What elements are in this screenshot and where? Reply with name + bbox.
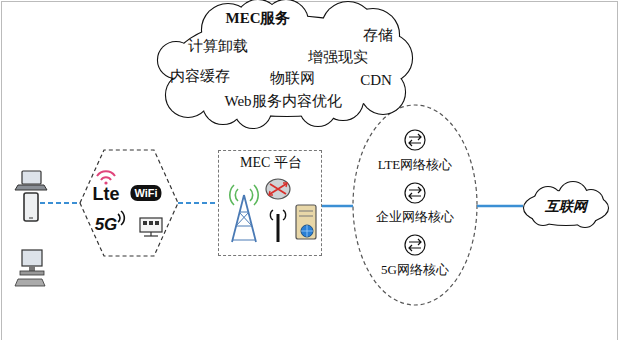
antenna-icon-part: [277, 214, 280, 242]
server-icon-part: [299, 211, 313, 212]
laptop-icon-part: [22, 171, 41, 184]
router-icon-part: [269, 183, 287, 195]
antenna-icon-part-part: [283, 210, 286, 220]
lte-signal-part: [101, 177, 111, 180]
core-switch-icon-part: [409, 187, 421, 199]
core-node: 5G网络核心: [353, 233, 477, 283]
core-switch-icon-part: [405, 235, 425, 255]
service-label: 物联网: [270, 70, 315, 87]
lte-logo: Lte: [93, 185, 120, 205]
laptop-icon-part: [15, 185, 47, 190]
5g-logo: 5G: [95, 216, 118, 235]
core-switch-icon: [405, 183, 425, 203]
switch-icon-part: [140, 218, 162, 232]
cloud-fill-part: [361, 70, 405, 114]
core-node: LTE网络核心: [353, 128, 477, 178]
cloud-fill: [524, 182, 608, 227]
internet-label: 互联网: [545, 199, 587, 214]
service-label: 内容缓存: [170, 68, 230, 85]
device-link: [40, 202, 80, 204]
core-label: LTE网络核心: [378, 158, 453, 172]
cell-tower: [230, 185, 258, 242]
access-hexagon: Lte WiFi 5G: [80, 150, 178, 256]
laptop-icon: [15, 171, 47, 190]
link-line: [477, 205, 523, 208]
cell-tower-part: [232, 195, 256, 242]
server-icon-part: [301, 225, 313, 237]
core-label: 5G网络核心: [381, 263, 449, 277]
antenna-icon-part: [270, 210, 285, 220]
cell-tower-part: [233, 212, 255, 240]
core-switch-icon-part: [409, 239, 421, 251]
core-ellipse: [353, 105, 477, 305]
5g-signal-part: [118, 214, 120, 222]
core-switch-icon: [405, 235, 425, 255]
cell-tower-part-part: [230, 185, 234, 205]
core-node: 企业网络核心: [353, 181, 477, 231]
lte-signal: [97, 171, 115, 184]
link-line: [322, 205, 353, 208]
core-switch-icon-part: [405, 183, 425, 203]
hexagon-outline: [80, 150, 178, 256]
antenna-icon-part-part: [270, 210, 273, 220]
platform-title: MEC 平台: [240, 155, 302, 170]
antenna-icon: [270, 210, 285, 242]
link-line: [178, 202, 218, 204]
desktop-icon: [15, 250, 45, 286]
service-label: CDN: [360, 72, 392, 89]
tablet-icon: [24, 193, 38, 221]
core-switch-icon-part: [405, 130, 425, 150]
cloud-stroke: [158, 0, 412, 128]
switch-icon-part: [144, 235, 158, 236]
core-switch-icon-part: [409, 134, 421, 146]
cloud-fill: [158, 0, 412, 128]
desktop-icon-part: [20, 271, 44, 275]
desktop-icon-part: [29, 266, 35, 271]
5g-signal-part: [121, 211, 124, 225]
mec-platform-box: MEC 平台: [218, 150, 322, 256]
tablet-icon-part: [29, 218, 33, 219]
cell-tower-part: [230, 185, 258, 205]
server-icon-part: [296, 205, 316, 239]
desktop-icon-part: [22, 250, 42, 266]
service-label: 增强现实: [308, 49, 368, 66]
router-icon: [266, 179, 290, 199]
router-icon-part: [270, 184, 286, 194]
core-label: 企业网络核心: [376, 210, 454, 224]
switch-icon-part: [149, 221, 153, 225]
lte-signal-part: [97, 171, 115, 176]
cell-tower-part-part: [235, 189, 238, 201]
tablet-icon-part: [24, 193, 38, 221]
core-switch-icon: [405, 130, 425, 150]
cell-tower-part-part: [250, 189, 253, 201]
5g-signal: [118, 211, 124, 225]
service-label: Web服务内容优化: [224, 93, 341, 110]
service-label: 计算卸载: [188, 38, 248, 55]
service-cloud: MEC服务存储计算卸载增强现实内容缓存 物联网 CDN Web服务内容优化: [158, 0, 416, 126]
server-icon-part: [299, 216, 313, 217]
switch-icon-part: [143, 221, 147, 225]
switch-icon-part: [155, 221, 159, 225]
service-label: 存储: [363, 27, 393, 44]
switch-icon: [140, 218, 162, 236]
cloud-stroke: [524, 182, 608, 227]
service-heading: MEC服务: [226, 10, 291, 27]
cloud-stroke-part: [361, 70, 405, 114]
wifi-logo: WiFi: [130, 185, 161, 201]
router-icon-part: [266, 179, 290, 199]
desktop-icon-part: [15, 279, 45, 286]
server-icon: [296, 205, 316, 239]
internet-cloud: 互联网: [523, 182, 609, 230]
server-icon-part: [301, 225, 313, 237]
cell-tower-part-part: [254, 185, 258, 205]
